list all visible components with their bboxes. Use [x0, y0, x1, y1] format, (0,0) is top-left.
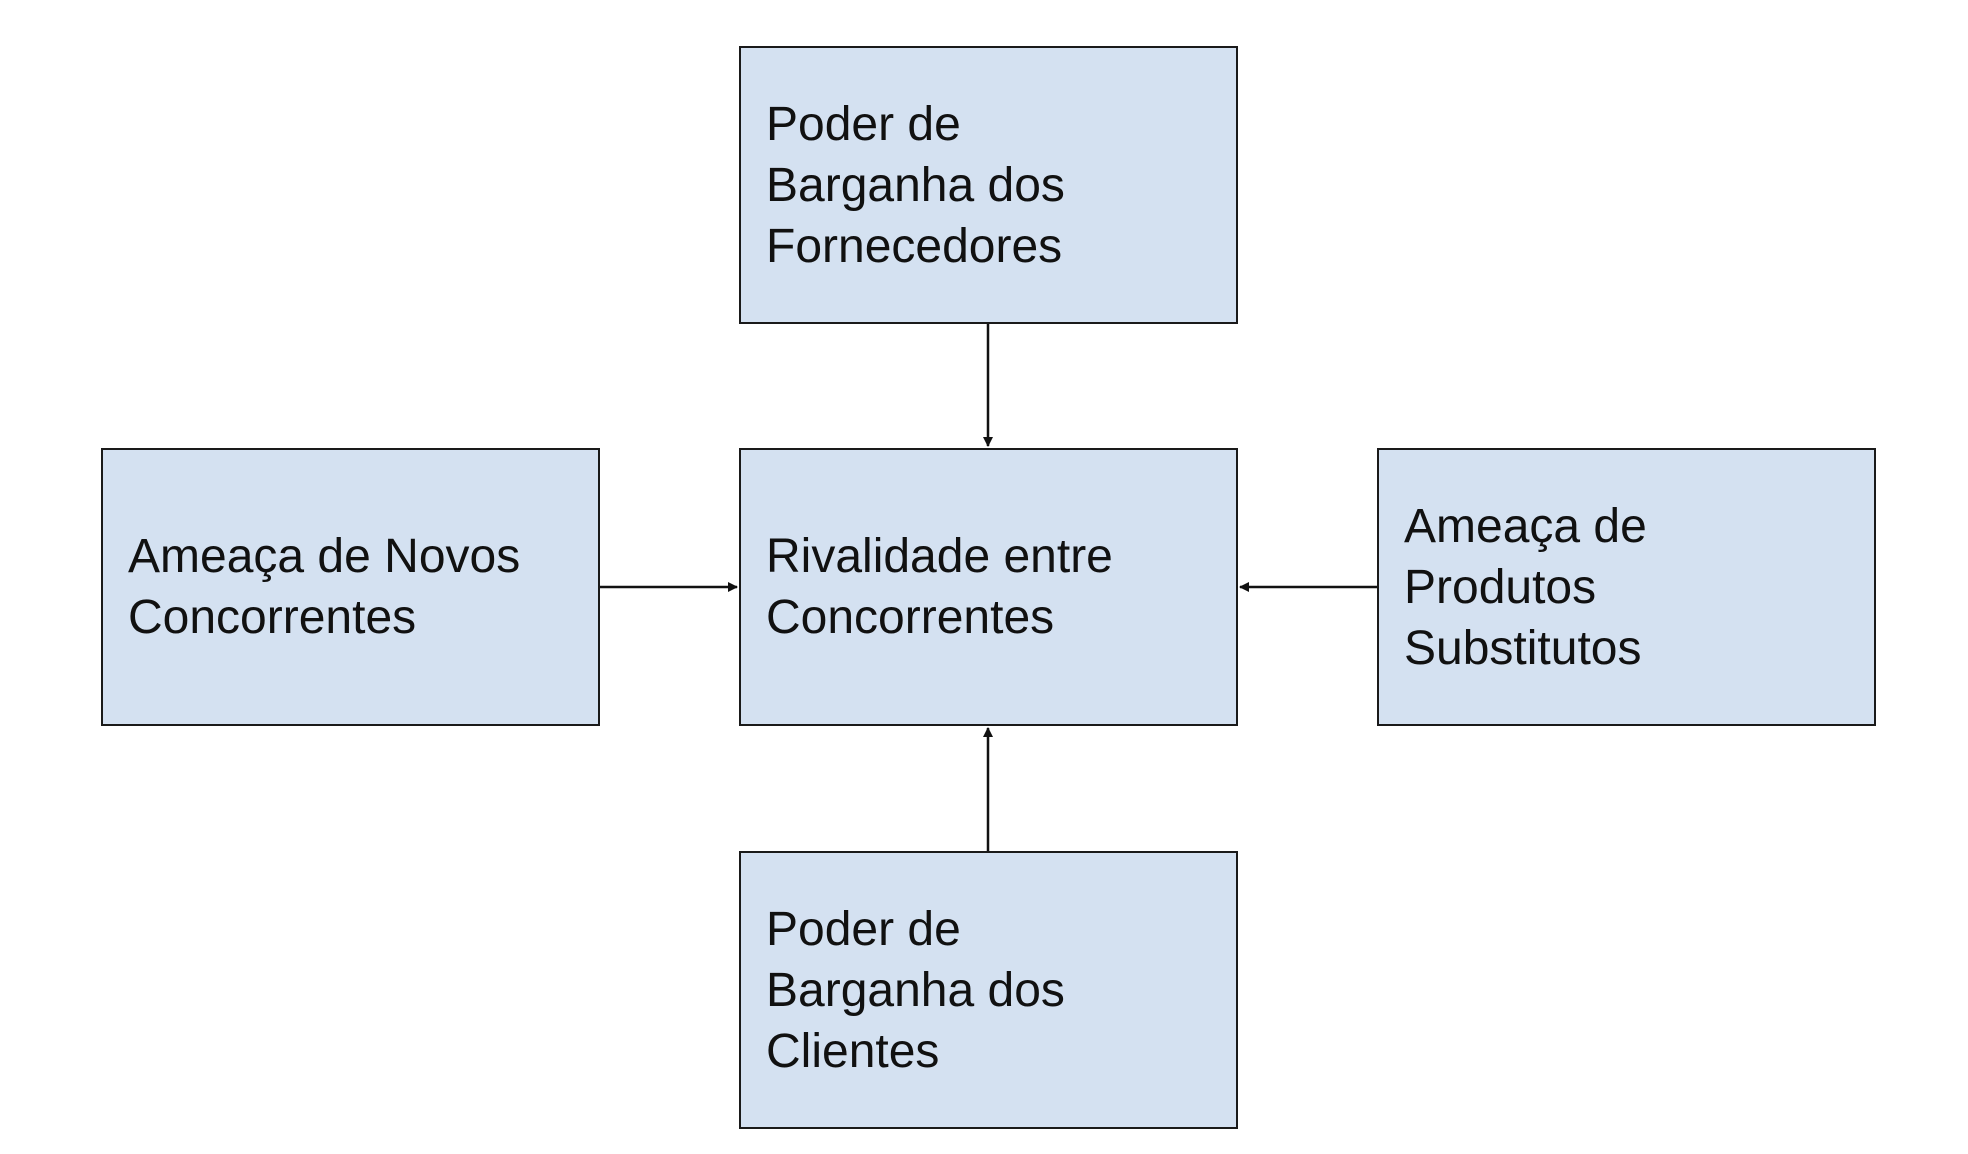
- box-competitive-rivalry-label: Rivalidade entre Concorrentes: [766, 530, 1113, 644]
- box-competitive-rivalry: Rivalidade entre Concorrentes: [739, 448, 1238, 726]
- box-new-entrants-label: Ameaça de Novos Concorrentes: [128, 530, 521, 644]
- box-supplier-power-label: Poder de Barganha dos Fornecedores: [766, 97, 1065, 273]
- box-supplier-power: Poder de Barganha dos Fornecedores: [739, 46, 1238, 324]
- box-substitutes-label: Ameaça de Produtos Substitutos: [1404, 499, 1647, 675]
- box-new-entrants: Ameaça de Novos Concorrentes: [101, 448, 600, 726]
- box-buyer-power: Poder de Barganha dos Clientes: [739, 851, 1238, 1129]
- box-buyer-power-label: Poder de Barganha dos Clientes: [766, 902, 1065, 1078]
- box-substitutes: Ameaça de Produtos Substitutos: [1377, 448, 1876, 726]
